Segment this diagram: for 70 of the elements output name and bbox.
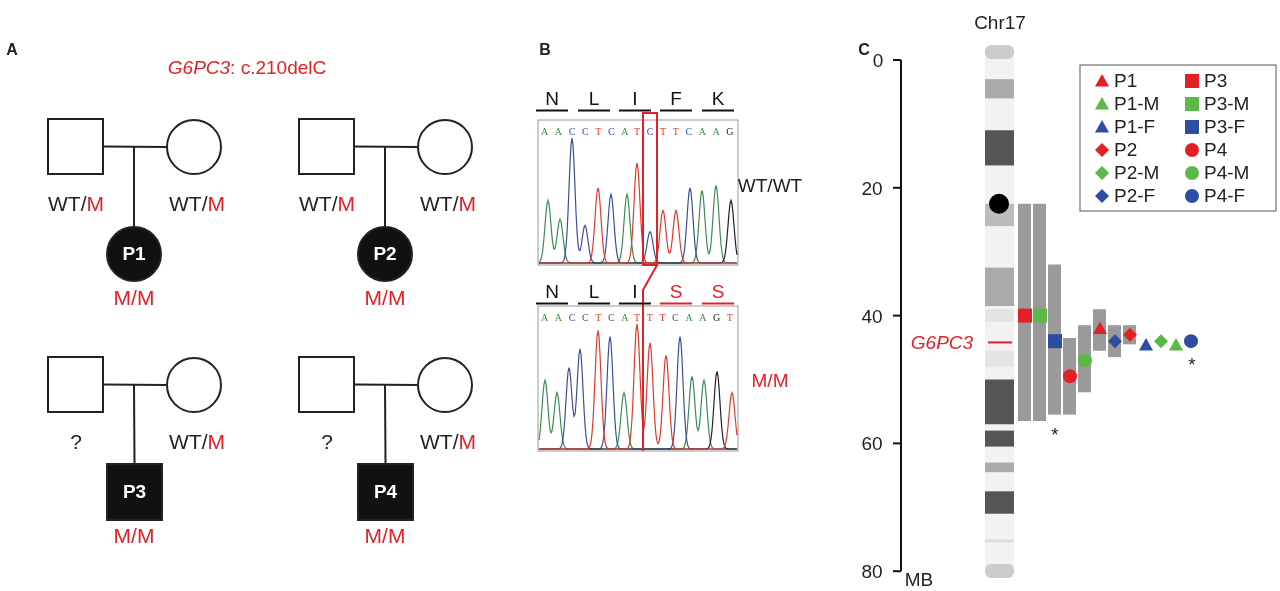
male-square [298, 356, 355, 413]
amino-acid-label: L [578, 281, 610, 305]
descent-line [133, 146, 135, 227]
panel-letter: C [858, 42, 870, 58]
genotype-label: WT/M [299, 192, 355, 214]
genotype-label: WT/M [420, 192, 476, 214]
panel-letter: B [539, 42, 551, 58]
legend-label: P4 [1204, 139, 1228, 161]
descent-line [384, 146, 386, 227]
amino-acid-label: I [619, 281, 651, 305]
legend-label: P1-M [1114, 93, 1160, 115]
tick-label: 40 [861, 306, 883, 326]
legend-label: P1 [1114, 70, 1138, 92]
genotype-label: WT/M [48, 192, 104, 214]
tick-label: 80 [861, 561, 883, 581]
genotype-label: ? [321, 430, 333, 452]
genotype-label: WT/M [420, 430, 476, 452]
genotype-label: M/M [364, 286, 406, 308]
genotype-label: WT/M [169, 430, 225, 452]
affected-female-circle: P2 [357, 226, 413, 282]
legend-label: P2-M [1114, 162, 1160, 184]
legend-label: P4-F [1204, 185, 1246, 207]
male-square [298, 118, 355, 175]
amino-acid-label: S [660, 281, 692, 305]
asterisk: * [1188, 354, 1196, 373]
female-circle [417, 119, 473, 175]
legend-label: P4-M [1204, 162, 1250, 184]
chromosome-label: Chr17 [974, 12, 1026, 32]
genotype-label: M/M [751, 370, 789, 390]
male-square [47, 118, 104, 175]
amino-acid-label: F [660, 88, 692, 112]
partner-line [354, 383, 418, 386]
male-square [47, 356, 104, 413]
genotype-label: M/M [113, 524, 155, 546]
legend-label: P2-F [1114, 185, 1156, 207]
amino-acid-label: N [536, 88, 568, 112]
tick-label: 0 [872, 50, 884, 70]
tick-label: 60 [861, 433, 883, 453]
genotype-label: WT/WT [737, 175, 803, 195]
panel-letter: A [6, 42, 18, 58]
mutation-title: G6PC3: c.210delC [167, 57, 327, 77]
genotype-label: WT/M [169, 192, 225, 214]
partner-line [103, 383, 167, 386]
female-circle [166, 119, 222, 175]
amino-acid-label: S [702, 281, 734, 305]
female-circle [166, 357, 222, 413]
axis-unit-label: MB [904, 569, 934, 589]
genotype-label: ? [70, 430, 82, 452]
affected-male-square: P3 [106, 463, 163, 521]
genotype-label: M/M [113, 286, 155, 308]
partner-line [354, 145, 418, 148]
asterisk: * [1051, 424, 1059, 444]
descent-line [133, 384, 136, 464]
female-circle [417, 357, 473, 413]
gene-label: G6PC3 [910, 332, 974, 352]
legend-label: P2 [1114, 139, 1138, 161]
genotype-label: M/M [364, 524, 406, 546]
amino-acid-label: K [702, 88, 734, 112]
legend-label: P3-M [1204, 93, 1250, 115]
affected-female-circle: P1 [106, 226, 162, 282]
legend-label: P3-F [1204, 116, 1246, 138]
amino-acid-label: N [536, 281, 568, 305]
amino-acid-label: L [578, 88, 610, 112]
tick-label: 20 [861, 178, 883, 198]
affected-male-square: P4 [357, 463, 414, 521]
amino-acid-label: I [619, 88, 651, 112]
descent-line [384, 384, 387, 464]
legend-label: P3 [1204, 70, 1228, 92]
legend-label: P1-F [1114, 116, 1156, 138]
partner-line [103, 145, 167, 148]
